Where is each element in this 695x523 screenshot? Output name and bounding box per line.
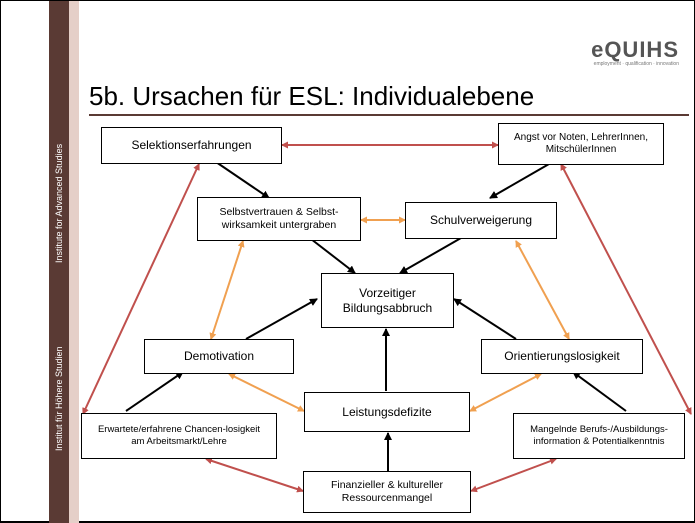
arrow-selektion-selbstvertrauen bbox=[215, 161, 270, 199]
sidebar-accent bbox=[69, 1, 79, 523]
node-selbstvertrauen: Selbstvertrauen & Selbst-wirksamkeit unt… bbox=[197, 197, 361, 241]
equihs-logo: eQUIHS employment · qualification · inno… bbox=[591, 37, 679, 67]
arrow-chancen-demotivation bbox=[125, 371, 184, 412]
arrow-selbstvertrauen-demotivation bbox=[209, 240, 245, 340]
arrow-selbstvertrauen-bildungsabbruch bbox=[310, 238, 356, 274]
node-leistungsdefizite: Leistungsdefizite bbox=[304, 392, 470, 432]
node-berufsinformation: Mangelnde Berufs-/Ausbildungs-informatio… bbox=[513, 413, 685, 459]
arrow-demotivation-bildungsabbruch bbox=[245, 298, 318, 340]
arrow-schulverweigerung-bildungsabbruch bbox=[399, 237, 462, 274]
arrow-angst-schulverweigerung bbox=[489, 163, 550, 199]
arrow-demotivation-leistung bbox=[228, 373, 305, 412]
node-chancenlosigkeit: Erwartete/erfahrene Chancen-losigkeit am… bbox=[81, 413, 277, 459]
arrow-berufsinfo-ressourcen bbox=[470, 457, 557, 493]
slide-title: 5b. Ursachen für ESL: Individualebene bbox=[89, 81, 535, 111]
node-vorzeitiger-bildungsabbruch: Vorzeitiger Bildungsabbruch bbox=[321, 273, 454, 328]
arrow-selektion-chancen bbox=[82, 163, 200, 415]
arrow-berufsinfo-orientierung bbox=[572, 371, 627, 412]
node-angst: Angst vor Noten, LehrerInnen, Mitschüler… bbox=[498, 123, 664, 165]
sidebar bbox=[49, 1, 69, 523]
logo-mark: eQUIHS bbox=[591, 37, 679, 62]
node-orientierungslosigkeit: Orientierungslosigkeit bbox=[481, 339, 643, 374]
arrow-schulverweigerung-orientierung bbox=[515, 240, 570, 340]
arrow-angst-berufsinfo bbox=[560, 163, 692, 415]
logo-tagline: employment · qualification · innovation bbox=[593, 61, 679, 67]
arrow-orientierung-bildungsabbruch bbox=[453, 298, 517, 340]
node-selektionserfahrungen: Selektionserfahrungen bbox=[101, 127, 282, 164]
arrow-orientierung-leistung bbox=[469, 373, 542, 412]
node-demotivation: Demotivation bbox=[144, 339, 294, 374]
node-schulverweigerung: Schulverweigerung bbox=[405, 202, 557, 239]
title-rule bbox=[89, 114, 689, 116]
node-ressourcenmangel: Finanzieller & kultureller Ressourcenman… bbox=[303, 471, 471, 513]
arrow-chancen-ressourcen bbox=[205, 457, 304, 493]
